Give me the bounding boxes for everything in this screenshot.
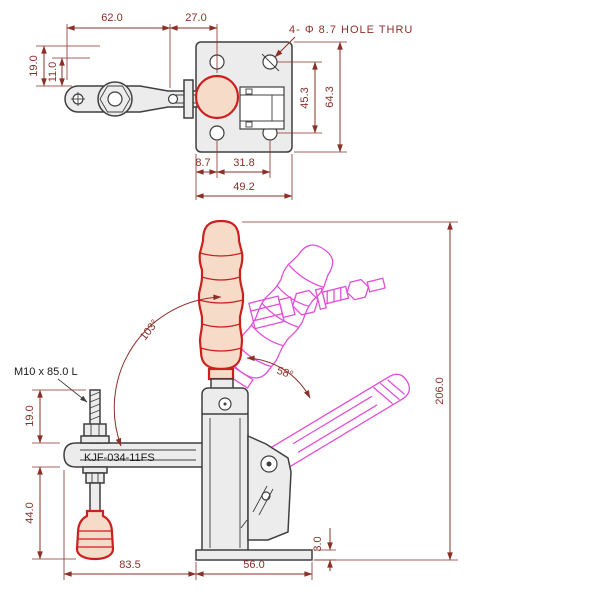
- spindle-assembly: [75, 389, 115, 561]
- mounting-hole: [209, 125, 225, 141]
- dim-8-7-label: 8.7: [195, 157, 210, 169]
- spindle-hole-highlight: [194, 74, 240, 120]
- spindle-size-label: M10 x 85.0 L: [14, 366, 78, 378]
- top-view: 62.0 27.0 4- Φ 8.7 HOLE THRU 19.0 11.0 4…: [28, 12, 413, 200]
- top-view-bracket: [239, 86, 285, 130]
- dim-31-8-label: 31.8: [233, 157, 254, 169]
- dim-27-label: 27.0: [185, 12, 206, 24]
- phantom-arm-open: [254, 373, 411, 479]
- dim-3-label: 3.0: [312, 536, 324, 551]
- angle-58-arc: [246, 355, 311, 399]
- phantom-spindle-open: [248, 277, 386, 330]
- washer: [80, 435, 110, 444]
- dim-64-3-label: 64.3: [324, 86, 336, 107]
- hex-nut: [83, 423, 107, 437]
- dim-19-top-label: 19.0: [28, 55, 40, 76]
- front-view: KJF-034-11FS: [14, 219, 458, 580]
- dim-11-label: 11.0: [47, 62, 59, 83]
- dim-206-label: 206.0: [434, 377, 446, 405]
- spindle-knob: [75, 509, 115, 561]
- dim-83-5-label: 83.5: [119, 559, 140, 571]
- top-view-dimensions: 62.0 27.0 4- Φ 8.7 HOLE THRU 19.0 11.0 4…: [28, 12, 413, 200]
- base-foot: [195, 549, 313, 561]
- angle-58-label: 58°: [275, 365, 295, 382]
- dim-49-2-label: 49.2: [233, 181, 254, 193]
- top-view-handle-arm: [64, 79, 198, 119]
- dim-44-label: 44.0: [24, 502, 36, 523]
- handle-grip: [197, 219, 245, 381]
- hole-note-label: 4- Φ 8.7 HOLE THRU: [289, 24, 413, 36]
- dim-19-front-label: 19.0: [24, 405, 36, 426]
- angle-103-label: 103°: [138, 317, 161, 342]
- dim-45-3-label: 45.3: [299, 87, 311, 108]
- dim-62-label: 62.0: [101, 12, 122, 24]
- clevis-pin: [183, 79, 194, 119]
- angle-103-arc: [113, 294, 222, 447]
- clamp-body: [195, 378, 313, 561]
- side-bracket: [247, 434, 292, 541]
- dim-56-label: 56.0: [243, 559, 264, 571]
- pivot-hole: [167, 93, 179, 105]
- model-number-label: KJF-034-11FS: [84, 452, 155, 464]
